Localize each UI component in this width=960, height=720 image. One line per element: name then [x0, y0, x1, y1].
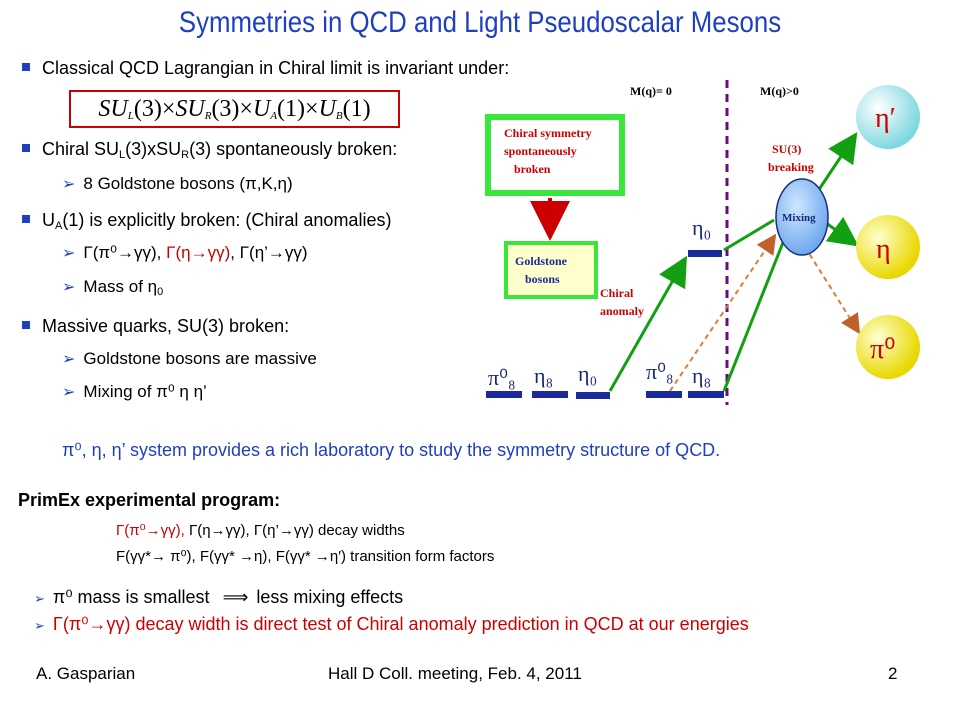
subscript: L	[119, 149, 126, 161]
bullet-square-icon	[22, 63, 30, 72]
pi8-to-mixing-dashed	[669, 233, 777, 392]
footer-author: A. Gasparian	[36, 664, 136, 683]
text: Massive quarks, SU(3) broken:	[42, 316, 290, 336]
sub-massive: ➢ Goldstone bosons are massive	[62, 349, 317, 369]
text: Chiral SU	[42, 139, 120, 159]
text: , Γ(η’→γγ)	[230, 243, 308, 262]
label-eta8-right: η₈	[692, 363, 711, 388]
arrow-to-eta	[825, 216, 859, 247]
text: Γ(π⁰→γγ),	[116, 522, 189, 539]
label-pi8-bottom: π⁰₈	[488, 365, 516, 390]
text: less mixing effects	[256, 587, 404, 607]
text: Γ(η→γγ)	[166, 243, 231, 262]
text: π⁰ mass is smallest	[52, 587, 210, 607]
label-pi8-right: π⁰₈	[646, 359, 674, 384]
arrow-bullet-icon: ➢	[62, 279, 76, 296]
text: Goldstone bosons are massive	[83, 349, 317, 368]
su3-label-line2: breaking	[768, 160, 814, 174]
primex-heading: PrimEx experimental program:	[18, 490, 281, 510]
text: U	[42, 210, 55, 230]
bullet-square-icon	[22, 144, 30, 153]
sub-mixing: ➢ Mixing of π⁰ η η’	[62, 382, 207, 402]
bullet-text: Classical QCD Lagrangian in Chiral limit…	[42, 58, 510, 78]
level-bar-eta8	[532, 391, 568, 398]
pi0-ball-label: π⁰	[870, 334, 895, 365]
anomaly-arrow	[608, 255, 687, 392]
eta-ball	[856, 215, 920, 279]
text: Mass of η	[83, 277, 158, 296]
arrow-to-pi0-dashed	[799, 238, 861, 335]
arrow-bullet-icon: ➢	[62, 245, 76, 262]
eta0-to-mixing-line	[723, 218, 775, 252]
level-bar-eta8-right	[688, 391, 724, 398]
pi0-ball	[856, 315, 920, 379]
text: Γ(π⁰→γγ) decay width is direct test of C…	[52, 614, 749, 634]
text: Γ(π⁰→γγ),	[83, 243, 167, 262]
page-title: Symmetries in QCD and Light Pseudoscalar…	[178, 6, 782, 39]
bullet-lagrangian: Classical QCD Lagrangian in Chiral limit…	[22, 58, 509, 79]
mq-positive-label: M(q)>0	[760, 84, 799, 98]
bullet-square-icon	[22, 215, 30, 224]
sub-anomaly-widths: ➢ Γ(π⁰→γγ), Γ(η→γγ), Γ(η’→γγ)	[62, 243, 308, 263]
subscript: A	[55, 220, 63, 232]
goldstone-line1: Goldstone	[515, 254, 568, 268]
arrow-bullet-icon: ➢	[62, 351, 76, 368]
bullet-massive-quarks: Massive quarks, SU(3) broken:	[22, 316, 289, 337]
equation-text: SUL(3)×SUR(3)×UA(1)×UB(1)	[98, 96, 371, 122]
text: Γ(η→γγ), Γ(η’→γγ) decay widths	[188, 522, 405, 539]
symmetry-equation: SUL(3)×SUR(3)×UA(1)×UB(1)	[69, 90, 400, 128]
subscript: 0	[157, 286, 164, 298]
text: (3) spontaneously broken:	[189, 139, 398, 159]
primex-line1: Γ(π⁰→γγ), Γ(η→γγ), Γ(η’→γγ) decay widths	[116, 521, 405, 539]
point-decay-width: ➢ Γ(π⁰→γγ) decay width is direct test of …	[34, 614, 749, 635]
chiral-box-line2: spontaneously	[504, 144, 577, 158]
bullet-chiral-broken: Chiral SUL(3)xSUR(3) spontaneously broke…	[22, 139, 397, 161]
symmetry-diagram: M(q)= 0 M(q)>0 Chiral symmetry spontaneo…	[485, 80, 920, 405]
chiral-symmetry-box	[485, 114, 625, 196]
label-eta0-bottom: η₀	[578, 361, 597, 386]
label-eta8-bottom: η₈	[534, 363, 553, 388]
text: (1) is explicitly broken: (Chiral anomal…	[62, 210, 392, 230]
arrow-bullet-icon: ➢	[34, 618, 45, 633]
mixing-label: Mixing	[782, 212, 816, 224]
point-mass-smallest: ➢ π⁰ mass is smallest ⟹ less mixing effect…	[34, 587, 403, 608]
label-eta0-up: η₀	[692, 215, 711, 240]
subscript: R	[181, 149, 190, 161]
level-bar-pi8	[486, 391, 522, 398]
arrow-bullet-icon: ➢	[34, 591, 45, 606]
footer-meeting: Hall D Coll. meeting, Feb. 4, 2011	[328, 664, 582, 683]
goldstone-line2: bosons	[525, 272, 560, 286]
chiral-anomaly-line1: Chiral	[600, 286, 634, 300]
primex-line2: F(γγ*→ π⁰), F(γγ* →η), F(γγ* →η′) transi…	[116, 548, 495, 565]
su3-label-line1: SU(3)	[772, 142, 801, 156]
text: Mixing of π⁰ η η’	[83, 382, 207, 401]
bullet-ua1: UA(1) is explicitly broken: (Chiral anom…	[22, 210, 391, 232]
chiral-box-line1: Chiral symmetry	[504, 126, 592, 140]
sub-goldstone: ➢ 8 Goldstone bosons (π,K,η)	[62, 174, 293, 194]
arrow-bullet-icon: ➢	[62, 176, 76, 193]
sub-mass-eta0: ➢ Mass of η0	[62, 277, 163, 298]
level-bar-eta0-up	[688, 250, 722, 257]
goldstone-box	[504, 241, 598, 299]
level-bar-eta0	[576, 392, 610, 399]
text: 8 Goldstone bosons (π,K,η)	[83, 174, 293, 193]
level-bar-pi8-right	[646, 391, 682, 398]
mq-zero-label: M(q)= 0	[630, 84, 672, 98]
etaprime-ball-label: η′	[875, 103, 896, 134]
etaprime-ball	[856, 85, 920, 149]
arrow-bullet-icon: ➢	[62, 384, 76, 401]
summary-line: π⁰, η, η’ system provides a rich laborat…	[62, 440, 721, 460]
eta-ball-label: η	[876, 234, 891, 265]
eta8-to-mixing-line	[722, 234, 788, 392]
footer-page-number: 2	[888, 664, 898, 683]
bullet-square-icon	[22, 321, 30, 330]
implies-arrow: ⟹	[222, 587, 249, 607]
chiral-box-line3: broken	[514, 162, 551, 176]
mixing-ellipse	[775, 178, 829, 256]
chiral-anomaly-line2: anomaly	[600, 304, 644, 318]
text: (3)xSU	[125, 139, 182, 159]
